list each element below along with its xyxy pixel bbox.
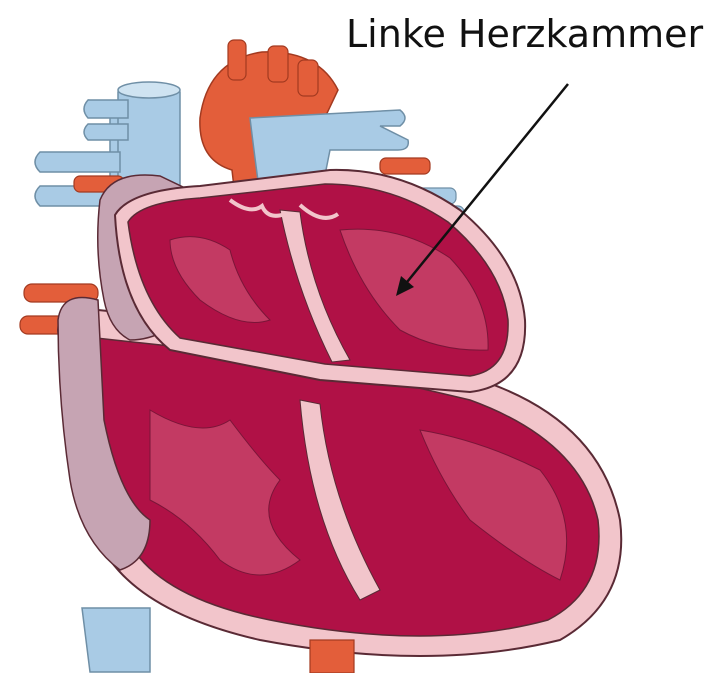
descending-artery [310, 640, 354, 673]
annotation-label: Linke Herzkammer [346, 12, 703, 56]
